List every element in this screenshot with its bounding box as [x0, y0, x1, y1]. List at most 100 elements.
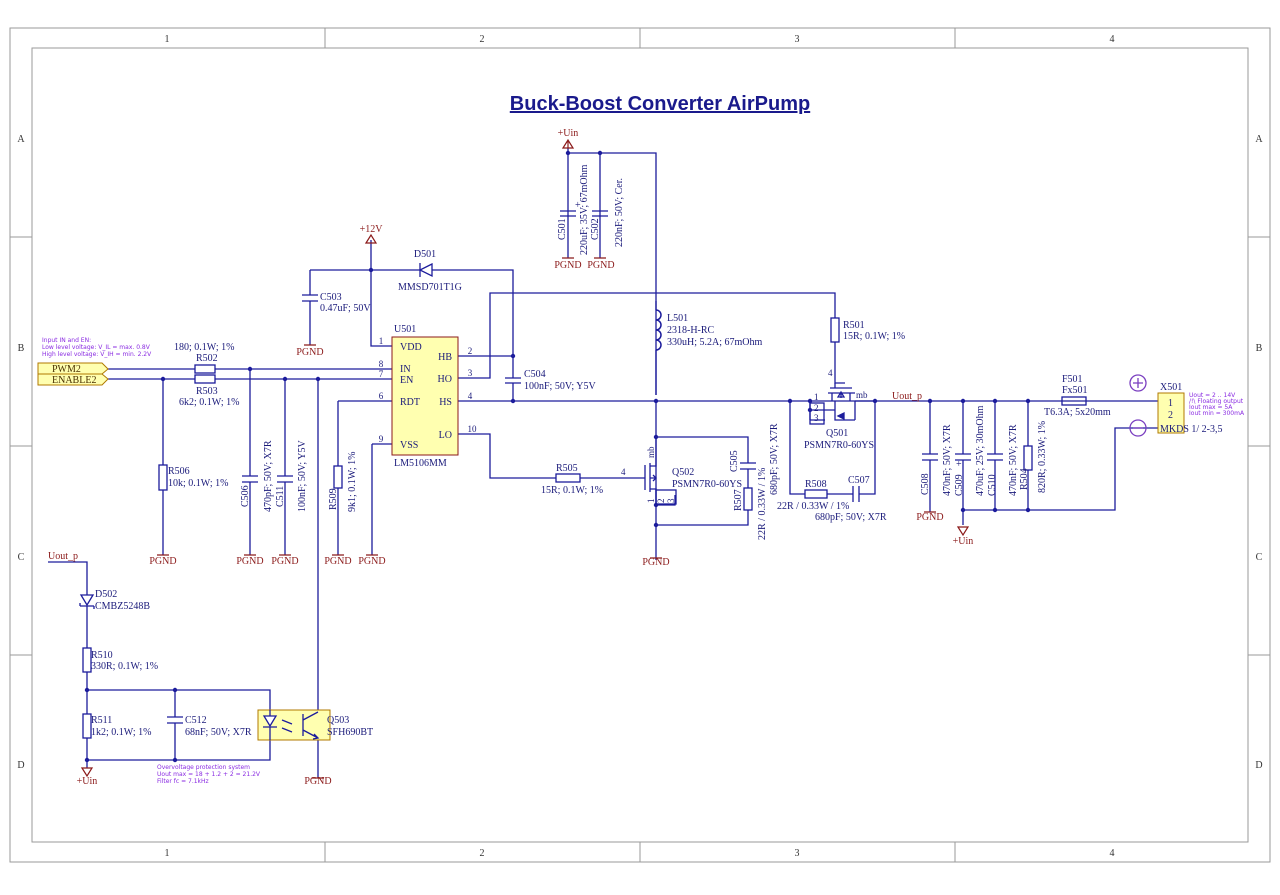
capacitor-c506: C506 470pF; 50V; X7R: [240, 440, 274, 512]
ovp-note: Overvoltage protection system Uout max =…: [157, 764, 261, 785]
q503-ref: Q503: [327, 715, 349, 726]
pgnd-symbols: PGND PGND PGND PGND PGND PGND PGND PGND …: [149, 257, 944, 787]
d501-ref: D501: [414, 249, 436, 260]
column-label: 1: [165, 848, 170, 859]
inductor-l501: L501 2318-H-RC 330uH; 5.2A; 67mOhm: [655, 301, 763, 395]
pin-number: 4: [621, 467, 626, 477]
port-pwm2[interactable]: PWM2: [37, 362, 109, 375]
pgnd-label: PGND: [358, 556, 385, 567]
resistor-r508: R508 22R / 0.33W / 1%: [777, 479, 849, 512]
pin-number: 2: [814, 403, 819, 413]
pgnd-label: PGND: [149, 556, 176, 567]
net-label-uin: +Uin: [558, 128, 579, 139]
r508-value: 22R / 0.33W / 1%: [777, 501, 849, 512]
c501-ref: C501: [557, 218, 568, 240]
c510-ref: C510: [987, 474, 998, 496]
capacitor-c507: C507 680pF; 50V; X7R: [815, 475, 887, 523]
capacitor-c511: C511 100nF; 50V; Y5V: [275, 440, 308, 512]
net-label-12v: +12V: [360, 224, 384, 235]
c511-ref: C511: [275, 486, 286, 507]
mosfet-q502: 4 mb 1 2 3 Q502 PSMN7R0-60YS: [621, 437, 742, 505]
r504-ref: R504: [1019, 468, 1030, 490]
pin-number: 3: [468, 368, 473, 378]
c506-ref: C506: [240, 485, 251, 507]
r501-ref: R501: [843, 320, 865, 331]
capacitor-c501: + C501 220uF; 35V; 67mOhm: [557, 164, 590, 255]
pin-number: 4: [828, 368, 833, 378]
capacitor-c504: C504 100nF; 50V; Y5V: [505, 369, 596, 392]
l501-part: 2318-H-RC: [667, 325, 715, 336]
pin-number: 2: [468, 346, 473, 356]
d502-ref: D502: [95, 589, 117, 600]
port-enable2[interactable]: ENABLE2: [37, 373, 109, 386]
r505-value: 15R; 0.1W; 1%: [541, 485, 603, 496]
row-label: C: [18, 552, 25, 563]
q501-value: PSMN7R0-60YS: [804, 440, 874, 451]
pin-name: HS: [439, 397, 452, 408]
c509-ref: C509: [954, 474, 965, 496]
c512-ref: C512: [185, 715, 207, 726]
q502-value: PSMN7R0-60YS: [672, 479, 742, 490]
c504-value: 100nF; 50V; Y5V: [524, 381, 596, 392]
r507-value: 22R / 0.33W / 1%: [757, 468, 768, 540]
pin-number: 1: [646, 499, 656, 504]
d502-value: CMBZ5248B: [95, 601, 150, 612]
net-label-uin: +Uin: [953, 536, 974, 547]
resistor-r511: R511 1k2; 0.1W; 1%: [82, 713, 151, 739]
pin-name: IN: [400, 364, 411, 375]
resistor-r501: R501 15R; 0.1W; 1%: [830, 317, 905, 343]
pin-number: 1: [814, 392, 819, 402]
capacitor-c508: C508 470nF; 50V; X7R: [920, 424, 953, 496]
r509-ref: R509: [328, 488, 339, 510]
pin-number: 9: [379, 434, 384, 444]
pin-number: 4: [468, 391, 473, 401]
column-label: 3: [795, 34, 800, 45]
c507-ref: C507: [848, 475, 870, 486]
svg-text:+: +: [575, 200, 581, 211]
diode-d501: D501 MMSD701T1G: [398, 249, 462, 293]
net-label-uin: +Uin: [77, 776, 98, 787]
resistor-r507: R507 22R / 0.33W / 1%: [733, 468, 768, 540]
c508-value: 470nF; 50V; X7R: [942, 424, 953, 496]
pin-name: EN: [400, 375, 413, 386]
pin-name: HO: [438, 374, 452, 385]
plus-icon: [1129, 374, 1147, 392]
r508-ref: R508: [805, 479, 827, 490]
r504-value: 820R; 0.33W; 1%: [1037, 421, 1048, 493]
connector-x501: X501 1 2 MKDS 1/ 2-3,5 Uout = 2 .. 14V /…: [1129, 374, 1245, 437]
wires: [48, 148, 1160, 778]
schematic-title: Buck-Boost Converter AirPump: [510, 93, 810, 115]
column-label: 1: [165, 34, 170, 45]
capacitor-c505: C505 680pF; 50V; X7R: [729, 423, 780, 495]
output-note-line: Iout max = 5A: [1189, 404, 1233, 411]
ic-u501: U501 LM5106MM 1 VDD 8 IN 7 EN 6 RDT 9 VS…: [379, 324, 477, 469]
pin-name: VDD: [400, 342, 422, 353]
pin-name: LO: [439, 430, 452, 441]
capacitor-c509: + C509 470uF; 25V; 30mOhm: [954, 405, 986, 496]
pin-number: 6: [379, 391, 384, 401]
resistor-r510: R510 330R; 0.1W; 1%: [82, 647, 158, 673]
pgnd-label: PGND: [236, 556, 263, 567]
row-label: C: [1256, 552, 1263, 563]
c503-ref: C503: [320, 292, 342, 303]
pin-number: 3: [666, 498, 676, 503]
net-label-uout-p: Uout_p: [48, 551, 78, 562]
r501-value: 15R; 0.1W; 1%: [843, 331, 905, 342]
row-label: D: [17, 760, 24, 771]
x501-ref: X501: [1160, 382, 1182, 393]
pin-number: 8: [379, 359, 384, 369]
r509-value: 9k1; 0.1W; 1%: [347, 452, 358, 512]
pgnd-label: PGND: [324, 556, 351, 567]
pin-number: 1: [1168, 398, 1173, 409]
r502-ref: R502: [196, 353, 218, 364]
mosfet-q501: 4 1 2 3 mb Q501 PSMN7R0-60YS: [804, 368, 875, 451]
pin-name: VSS: [400, 440, 418, 451]
r507-ref: R507: [733, 489, 744, 511]
pin-number: 3: [814, 413, 819, 423]
c506-value: 470pF; 50V; X7R: [263, 440, 274, 512]
c510-value: 470nF; 50V; X7R: [1008, 424, 1019, 496]
input-note-line: Low level voltage: V_IL = max. 0.8V: [42, 344, 151, 351]
pin-number: 7: [379, 369, 384, 379]
pin-name: RDT: [400, 397, 420, 408]
pgnd-label: PGND: [587, 260, 614, 271]
